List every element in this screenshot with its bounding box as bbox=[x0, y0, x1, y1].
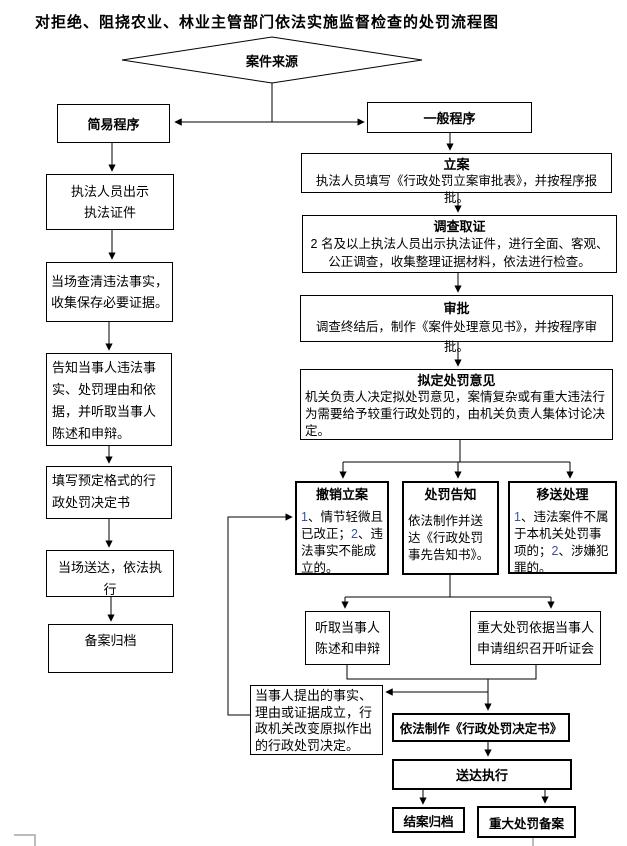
general-procedure-label: 一般程序 bbox=[423, 111, 476, 126]
box-transfer: 移送处理 1、违法案件不属于本机关处罚事项的；2、涉嫌犯罪的。 bbox=[508, 481, 617, 575]
transfer-body: 1、违法案件不属于本机关处罚事项的；2、涉嫌犯罪的。 bbox=[514, 510, 609, 575]
serve-execute-text: 送达执行 bbox=[455, 768, 508, 783]
page-corner-artifacts bbox=[14, 834, 534, 846]
box-approval: 审批 调查终结后，制作《案件处理意见书》，并按程序审批。 bbox=[300, 295, 613, 354]
revoke-filing-body: 1、情节轻微且已改正；2、违法事实不能成立的。 bbox=[301, 510, 383, 575]
close-file-text: 结案归档 bbox=[403, 814, 454, 829]
box-investigation: 调查取证 2 名及以上执法人员出示执法证件，进行全面、客观、 公正调查，收集整理… bbox=[302, 215, 617, 273]
box-revoke-filing: 撤销立案 1、情节轻微且已改正；2、违法事实不能成立的。 bbox=[295, 481, 389, 575]
serve-onsite-text: 当场送达，依法执行 bbox=[57, 560, 162, 597]
change-decision-text: 当事人提出的事实、理由或证据成立，行政机关改变原拟作出的行政处罚决定。 bbox=[255, 688, 373, 753]
box-case-filing: 立案 执法人员填写《行政处罚立案审批表》，并按程序报批。 bbox=[301, 153, 612, 205]
box-general-procedure: 一般程序 bbox=[367, 102, 532, 133]
box-make-decision: 依法制作《行政处罚决定书》 bbox=[392, 713, 570, 742]
case-filing-title: 立案 bbox=[443, 157, 470, 172]
draft-opinion-title: 拟定处罚意见 bbox=[417, 373, 496, 388]
diamond-case-source-label: 案件来源 bbox=[245, 53, 298, 69]
investigation-title: 调查取证 bbox=[433, 219, 486, 234]
box-serve-execute: 送达执行 bbox=[392, 759, 572, 790]
transfer-title: 移送处理 bbox=[536, 487, 589, 502]
box-major-hearing: 重大处罚依据当事人 申请组织召开听证会 bbox=[470, 611, 601, 665]
simple-procedure-label: 简易程序 bbox=[87, 117, 140, 132]
penalty-notice-title: 处罚告知 bbox=[424, 487, 477, 502]
box-change-decision: 当事人提出的事实、理由或证据成立，行政机关改变原拟作出的行政处罚决定。 bbox=[250, 685, 383, 755]
inform-party-text: 告知当事人违法事实、处罚理由和依据，并听取当事人陈述和申辩。 bbox=[52, 360, 157, 441]
approval-title: 审批 bbox=[443, 301, 470, 316]
box-draft-opinion: 拟定处罚意见 机关负责人决定拟处罚意见，案情复杂或有重大违法行为需要给予较重行政… bbox=[300, 369, 613, 440]
show-credentials-text: 执法人员出示 执法证件 bbox=[70, 184, 149, 220]
major-record-text: 重大处罚备案 bbox=[488, 816, 564, 831]
draft-opinion-body: 机关负责人决定拟处罚意见，案情复杂或有重大违法行为需要给予较重行政处罚的，由机关… bbox=[305, 390, 606, 438]
make-decision-text: 依法制作《行政处罚决定书》 bbox=[399, 722, 563, 736]
revoke-filing-title: 撤销立案 bbox=[315, 487, 368, 502]
box-serve-onsite: 当场送达，依法执行 bbox=[46, 550, 174, 597]
box-close-file: 结案归档 bbox=[392, 807, 465, 833]
box-inform-party: 告知当事人违法事实、处罚理由和依据，并听取当事人陈述和申辩。 bbox=[46, 353, 172, 446]
onsite-verify-text: 当场查清违法事实， 收集保存必要证据。 bbox=[50, 274, 168, 310]
major-hearing-text: 重大处罚依据当事人 申请组织召开听证会 bbox=[476, 620, 594, 656]
archive-text: 备案归档 bbox=[84, 633, 137, 648]
box-penalty-notice: 处罚告知 依法制作并送达《行政处罚事先告知书》。 bbox=[402, 481, 499, 575]
approval-body: 调查终结后，制作《案件处理意见书》，并按程序审批。 bbox=[315, 320, 598, 354]
box-simple-procedure: 简易程序 bbox=[57, 104, 170, 143]
box-major-record: 重大处罚备案 bbox=[477, 806, 576, 838]
case-filing-body: 执法人员填写《行政处罚立案审批表》，并按程序报批。 bbox=[315, 174, 598, 205]
box-hear-statement: 听取当事人 陈述和申辩 bbox=[305, 611, 390, 665]
box-archive: 备案归档 bbox=[48, 624, 173, 673]
box-show-credentials: 执法人员出示 执法证件 bbox=[46, 174, 174, 230]
page-title: 对拒绝、阻挠农业、林业主管部门依法实施监督检查的处罚流程图 bbox=[35, 14, 500, 31]
box-fill-decision: 填写预定格式的行政处罚决定书 bbox=[46, 466, 172, 519]
fill-decision-text: 填写预定格式的行政处罚决定书 bbox=[52, 473, 157, 510]
investigation-body: 2 名及以上执法人员出示执法证件，进行全面、客观、 公正调查，收集整理证据材料，… bbox=[310, 237, 609, 269]
box-onsite-verify: 当场查清违法事实， 收集保存必要证据。 bbox=[46, 262, 173, 322]
hear-statement-text: 听取当事人 陈述和申辩 bbox=[314, 620, 380, 656]
penalty-notice-body: 依法制作并送达《行政处罚事先告知书》。 bbox=[408, 514, 490, 562]
